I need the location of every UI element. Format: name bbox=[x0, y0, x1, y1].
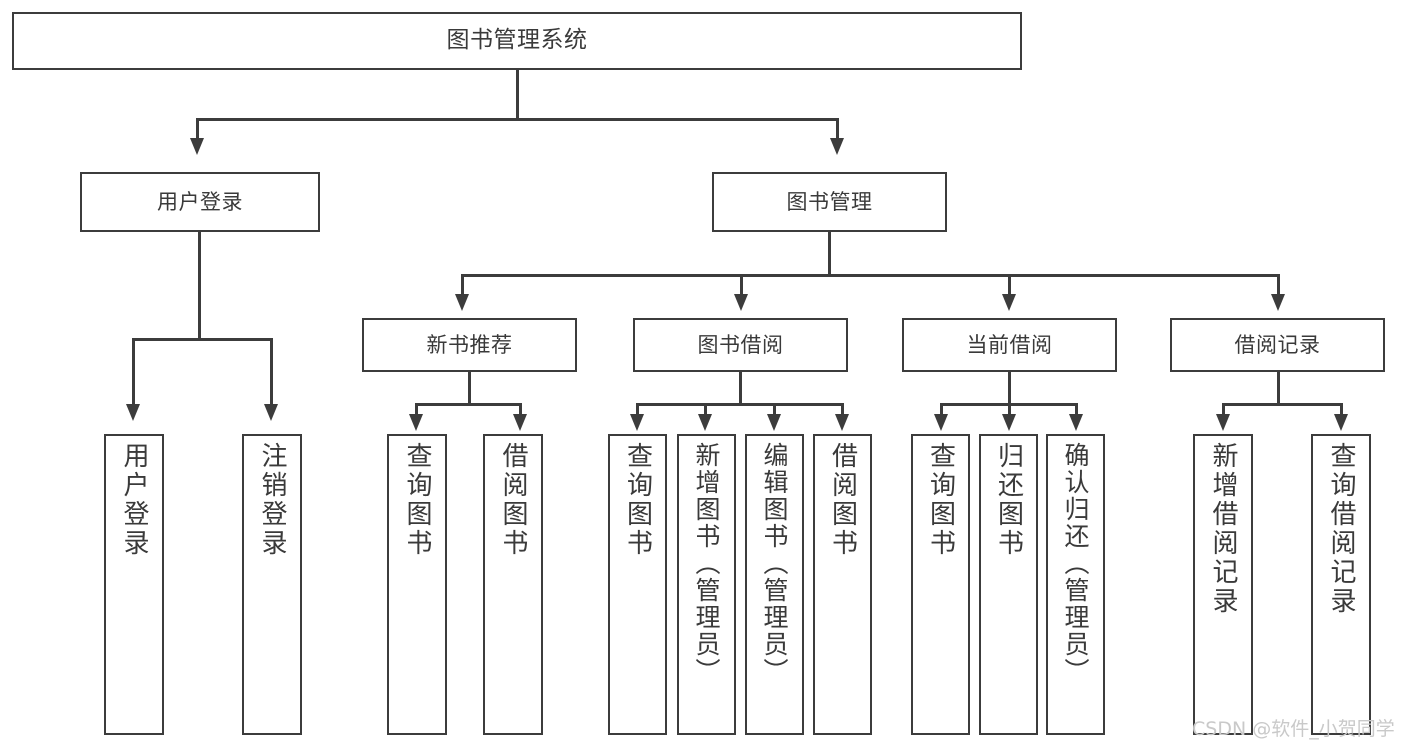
node-label: 查询借阅记录 bbox=[1326, 442, 1356, 616]
arrow-to-leaf-borrow-book-nbr bbox=[513, 414, 527, 431]
leaf-edit-book-admin[interactable]: 编辑图书（管理员） bbox=[745, 434, 804, 735]
arrow-to-leaf-query-book-nbr bbox=[409, 414, 423, 431]
node-label: 查询图书 bbox=[402, 442, 432, 558]
node-label: 新书推荐 bbox=[426, 332, 513, 357]
connector-br-bar bbox=[1222, 403, 1342, 406]
connector-bb-bar bbox=[636, 403, 843, 406]
connector-root-drop-right bbox=[836, 118, 839, 140]
node-current-borrow[interactable]: 当前借阅 bbox=[902, 318, 1117, 372]
arrow-to-leaf-return-book bbox=[1002, 414, 1016, 431]
leaf-query-book-borrow[interactable]: 查询图书 bbox=[608, 434, 667, 735]
node-new-book-recommend[interactable]: 新书推荐 bbox=[362, 318, 577, 372]
node-book-borrow[interactable]: 图书借阅 bbox=[633, 318, 848, 372]
node-user-login[interactable]: 用户登录 bbox=[80, 172, 320, 232]
connector-cb-stem bbox=[1008, 372, 1011, 406]
connector-bm-drop-1 bbox=[461, 274, 464, 296]
arrow-to-book-management bbox=[830, 138, 844, 155]
arrow-to-book-borrow bbox=[734, 294, 748, 311]
connector-br-drop-2 bbox=[1340, 403, 1343, 417]
connector-nbr-drop-2 bbox=[519, 403, 522, 417]
connector-user-login-stem bbox=[198, 232, 201, 340]
connector-bm-drop-2 bbox=[740, 274, 743, 296]
node-label: 注销登录 bbox=[257, 442, 287, 558]
connector-user-login-drop-2 bbox=[270, 338, 273, 406]
node-label: 新增图书（管理员） bbox=[692, 442, 721, 685]
connector-bb-stem bbox=[739, 372, 742, 406]
arrow-to-leaf-query-book-cb bbox=[934, 414, 948, 431]
leaf-borrow-book[interactable]: 借阅图书 bbox=[813, 434, 872, 735]
leaf-user-login[interactable]: 用户登录 bbox=[104, 434, 164, 735]
arrow-to-user-login bbox=[190, 138, 204, 155]
connector-bm-drop-4 bbox=[1277, 274, 1280, 296]
arrow-to-leaf-add-book bbox=[698, 414, 712, 431]
arrow-to-leaf-confirm-return bbox=[1069, 414, 1083, 431]
node-label: 图书借阅 bbox=[697, 332, 784, 357]
connector-bm-drop-3 bbox=[1008, 274, 1011, 296]
connector-br-stem bbox=[1277, 372, 1280, 406]
node-label: 编辑图书（管理员） bbox=[760, 442, 789, 685]
leaf-return-book[interactable]: 归还图书 bbox=[979, 434, 1038, 735]
connector-user-login-drop-1 bbox=[132, 338, 135, 406]
connector-book-management-bar bbox=[461, 274, 1279, 277]
node-label: 图书管理系统 bbox=[446, 27, 588, 54]
arrow-to-leaf-query-book-bb bbox=[630, 414, 644, 431]
node-book-management[interactable]: 图书管理 bbox=[712, 172, 947, 232]
connector-root-stem bbox=[516, 70, 519, 120]
node-label: 图书管理 bbox=[786, 189, 873, 214]
leaf-confirm-return-admin[interactable]: 确认归还（管理员） bbox=[1046, 434, 1105, 735]
connector-cb-drop-2 bbox=[1008, 403, 1011, 417]
node-label: 借阅记录 bbox=[1234, 332, 1321, 357]
connector-bb-drop-3 bbox=[773, 403, 776, 417]
leaf-add-book-admin[interactable]: 新增图书（管理员） bbox=[677, 434, 736, 735]
node-label: 当前借阅 bbox=[966, 332, 1053, 357]
node-label: 查询图书 bbox=[622, 442, 653, 558]
node-label: 新增借阅记录 bbox=[1208, 442, 1238, 616]
leaf-logout[interactable]: 注销登录 bbox=[242, 434, 302, 735]
node-label: 归还图书 bbox=[993, 442, 1024, 558]
connector-root-drop-left bbox=[196, 118, 199, 140]
node-root-book-management-system[interactable]: 图书管理系统 bbox=[12, 12, 1022, 70]
arrow-to-new-book-recommend bbox=[455, 294, 469, 311]
connector-bb-drop-2 bbox=[704, 403, 707, 417]
node-label: 借阅图书 bbox=[827, 442, 858, 558]
leaf-query-borrow-record[interactable]: 查询借阅记录 bbox=[1311, 434, 1371, 735]
connector-bb-drop-4 bbox=[841, 403, 844, 417]
node-label: 用户登录 bbox=[157, 189, 243, 214]
arrow-to-leaf-edit-book bbox=[767, 414, 781, 431]
connector-book-management-stem bbox=[828, 232, 831, 276]
connector-bb-drop-1 bbox=[636, 403, 639, 417]
arrow-to-leaf-add-record bbox=[1216, 414, 1230, 431]
arrow-to-borrow-record bbox=[1271, 294, 1285, 311]
arrow-to-leaf-user-login bbox=[126, 404, 140, 421]
arrow-to-leaf-borrow-book-bb bbox=[835, 414, 849, 431]
arrow-to-leaf-query-record bbox=[1334, 414, 1348, 431]
node-label: 确认归还（管理员） bbox=[1061, 442, 1090, 685]
connector-root-bar bbox=[196, 118, 838, 121]
leaf-add-borrow-record[interactable]: 新增借阅记录 bbox=[1193, 434, 1253, 735]
node-label: 查询图书 bbox=[925, 442, 956, 558]
connector-br-drop-1 bbox=[1222, 403, 1225, 417]
connector-nbr-bar bbox=[415, 403, 521, 406]
node-label: 用户登录 bbox=[119, 442, 149, 558]
leaf-query-book-current[interactable]: 查询图书 bbox=[911, 434, 970, 735]
connector-cb-drop-3 bbox=[1075, 403, 1078, 417]
connector-nbr-drop-1 bbox=[415, 403, 418, 417]
connector-nbr-stem bbox=[468, 372, 471, 406]
connector-cb-drop-1 bbox=[940, 403, 943, 417]
leaf-borrow-book-recommend[interactable]: 借阅图书 bbox=[483, 434, 543, 735]
arrow-to-leaf-logout bbox=[264, 404, 278, 421]
connector-user-login-bar bbox=[132, 338, 272, 341]
leaf-query-book-recommend[interactable]: 查询图书 bbox=[387, 434, 447, 735]
arrow-to-current-borrow bbox=[1002, 294, 1016, 311]
node-label: 借阅图书 bbox=[498, 442, 528, 558]
node-borrow-record[interactable]: 借阅记录 bbox=[1170, 318, 1385, 372]
